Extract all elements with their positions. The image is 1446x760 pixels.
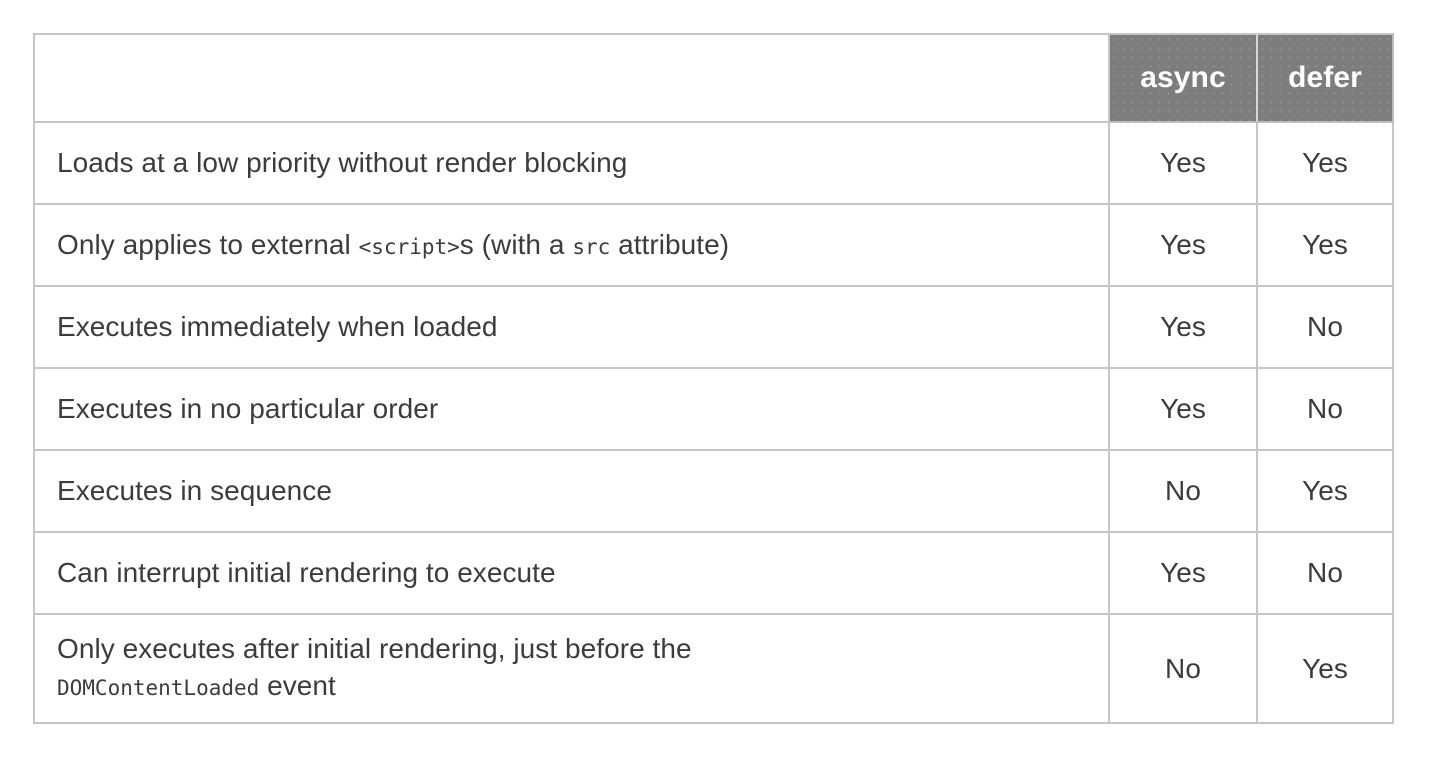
script-attribute-comparison-table-wrapper: async defer Loads at a low priority with…	[33, 33, 1394, 724]
defer-value-cell: No	[1256, 285, 1394, 369]
async-value-cell: Yes	[1108, 203, 1258, 287]
defer-value-cell: Yes	[1256, 203, 1394, 287]
defer-value-cell: Yes	[1256, 121, 1394, 205]
table-header: async defer	[33, 33, 1394, 123]
defer-value-cell: No	[1256, 531, 1394, 615]
inline-code: src	[572, 234, 611, 259]
row-description-cell: Only applies to external <script>s (with…	[33, 203, 1110, 287]
table-row: Only executes after initial rendering, j…	[33, 613, 1394, 724]
description-text: Loads at a low priority without render b…	[57, 146, 628, 178]
async-value-cell: No	[1108, 449, 1258, 533]
description-text: attribute)	[610, 228, 730, 260]
row-description-cell: Executes in no particular order	[33, 367, 1110, 451]
table-header-row: async defer	[33, 33, 1394, 123]
script-attribute-comparison-table: async defer Loads at a low priority with…	[33, 33, 1394, 724]
row-description-cell: Loads at a low priority without render b…	[33, 121, 1110, 205]
inline-code: DOMContentLoaded	[57, 675, 260, 700]
async-value-cell: Yes	[1108, 121, 1258, 205]
table-row: Only applies to external <script>s (with…	[33, 203, 1394, 287]
async-value-cell: No	[1108, 613, 1258, 724]
description-text: Executes immediately when loaded	[57, 310, 498, 342]
row-description-cell: Only executes after initial rendering, j…	[33, 613, 1110, 724]
column-header-description	[33, 33, 1110, 123]
description-text: Only applies to external	[57, 228, 359, 260]
description-text: Only executes after initial rendering, j…	[57, 632, 692, 664]
async-value-cell: Yes	[1108, 531, 1258, 615]
async-value-cell: Yes	[1108, 285, 1258, 369]
table-row: Loads at a low priority without render b…	[33, 121, 1394, 205]
column-header-defer: defer	[1256, 33, 1394, 123]
description-text: Executes in sequence	[57, 474, 332, 506]
defer-value-cell: No	[1256, 367, 1394, 451]
column-header-async: async	[1108, 33, 1258, 123]
description-text: Executes in no particular order	[57, 392, 439, 424]
row-description-cell: Executes in sequence	[33, 449, 1110, 533]
description-text: event	[259, 669, 336, 701]
inline-code: <script>	[358, 234, 460, 259]
async-value-cell: Yes	[1108, 367, 1258, 451]
row-description-cell: Executes immediately when loaded	[33, 285, 1110, 369]
row-description-cell: Can interrupt initial rendering to execu…	[33, 531, 1110, 615]
description-text: Can interrupt initial rendering to execu…	[57, 556, 556, 588]
description-text: s (with a	[459, 228, 573, 260]
table-body: Loads at a low priority without render b…	[33, 121, 1394, 724]
defer-value-cell: Yes	[1256, 449, 1394, 533]
defer-value-cell: Yes	[1256, 613, 1394, 724]
table-row: Can interrupt initial rendering to execu…	[33, 531, 1394, 615]
